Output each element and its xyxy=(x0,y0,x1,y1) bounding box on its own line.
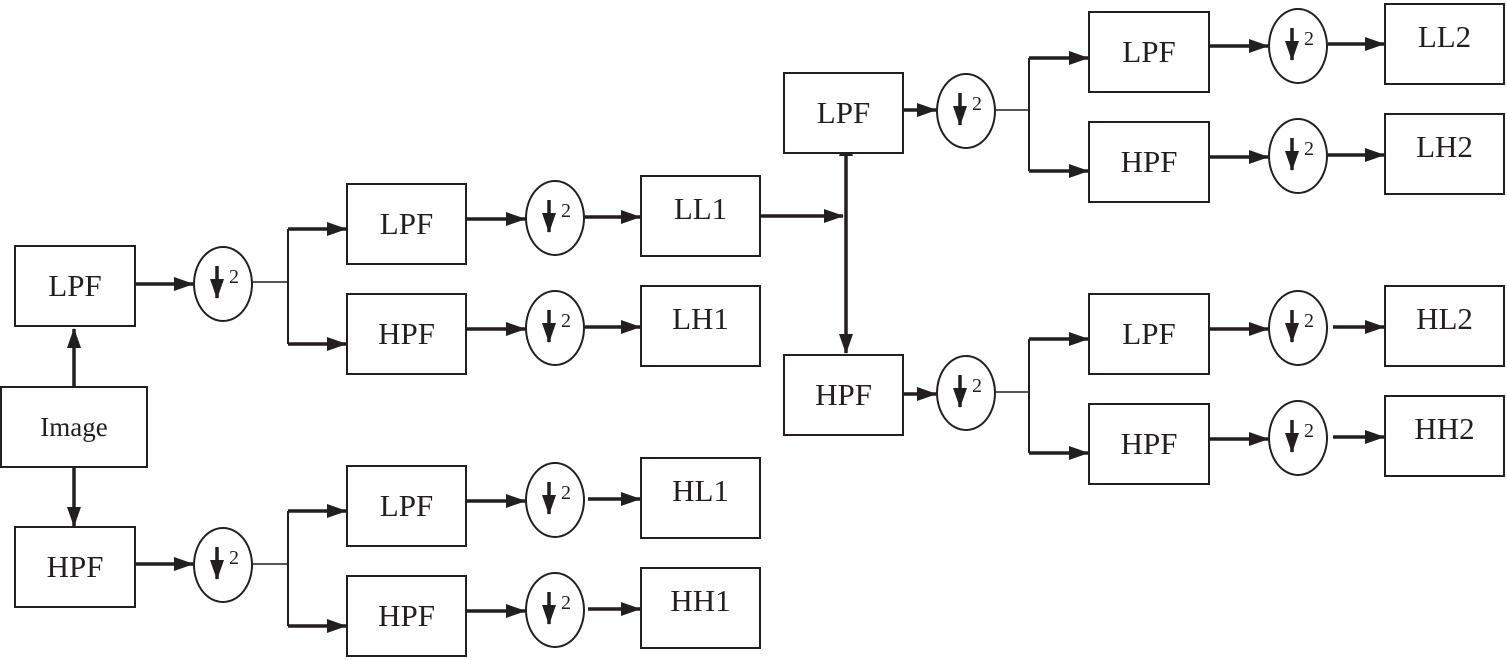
hl2-label: HL2 xyxy=(1416,301,1473,336)
hh1-output-box: HH1 xyxy=(640,567,761,649)
down-arrow-icon xyxy=(953,375,967,408)
hpf-label: HPF xyxy=(378,316,435,351)
downsample-factor: 2 xyxy=(1304,138,1314,160)
downsample-factor: 2 xyxy=(561,310,571,332)
ll1-output-box: LL1 xyxy=(640,175,761,257)
ll2-label: LL2 xyxy=(1417,19,1472,54)
downsample-factor: 2 xyxy=(972,375,982,397)
hpf-stage3-a-box: HPF xyxy=(1088,121,1210,203)
lpf-label: LPF xyxy=(1122,316,1176,351)
hh2-output-box: HH2 xyxy=(1384,395,1505,477)
lh2-output-box: LH2 xyxy=(1384,113,1505,195)
hl2-output-box: HL2 xyxy=(1384,285,1505,367)
lpf-stage2-a-box: LPF xyxy=(346,183,467,265)
down-arrow-icon xyxy=(1285,420,1299,453)
downsample-factor: 2 xyxy=(1304,28,1314,50)
hl1-label: HL1 xyxy=(672,473,729,508)
hpf-level1-box: HPF xyxy=(14,526,136,608)
down-arrow-icon xyxy=(542,200,556,233)
downsample-factor: 2 xyxy=(1304,420,1314,442)
downsample-factor: 2 xyxy=(561,592,571,614)
lpf-level1-box: LPF xyxy=(14,245,136,327)
ll1-label: LL1 xyxy=(673,191,728,226)
lh1-output-box: LH1 xyxy=(640,285,761,367)
lpf-label: LPF xyxy=(1122,34,1176,69)
downsample-factor: 2 xyxy=(229,266,239,288)
lpf-label: LPF xyxy=(816,95,871,130)
downsample-stage3-b-lpf: 2 xyxy=(1268,290,1328,366)
down-arrow-icon xyxy=(1285,310,1299,343)
down-arrow-icon xyxy=(1285,28,1299,61)
down-arrow-icon xyxy=(210,547,224,580)
down-arrow-icon xyxy=(542,592,556,625)
downsample-stage3-b-hpf: 2 xyxy=(1268,400,1328,476)
downsample-stage3-a-hpf: 2 xyxy=(1268,118,1328,194)
downsample-factor: 2 xyxy=(229,547,239,569)
lpf-stage3-a-box: LPF xyxy=(1088,11,1210,93)
lh2-label: LH2 xyxy=(1416,129,1473,164)
hpf-stage3-b-box: HPF xyxy=(1088,403,1210,485)
lpf-level2-box: LPF xyxy=(783,72,904,154)
lpf-stage3-b-box: LPF xyxy=(1088,293,1210,375)
hh2-label: HH2 xyxy=(1414,411,1475,446)
hpf-stage2-b-box: HPF xyxy=(346,575,467,657)
down-arrow-icon xyxy=(210,266,224,299)
downsample-stage2-b-lpf: 2 xyxy=(525,462,585,538)
downsample-level2-lpf: 2 xyxy=(936,73,996,149)
down-arrow-icon xyxy=(1285,138,1299,171)
downsample-level2-hpf: 2 xyxy=(936,355,996,431)
lpf-label: LPF xyxy=(379,488,434,523)
image-label: Image xyxy=(40,411,108,442)
hpf-label: HPF xyxy=(1120,144,1178,179)
downsample-stage2-a-hpf: 2 xyxy=(525,290,585,366)
downsample-stage3-a-lpf: 2 xyxy=(1268,8,1328,84)
lpf-label: LPF xyxy=(48,268,102,303)
hpf-label: HPF xyxy=(1120,426,1178,461)
hpf-label: HPF xyxy=(815,377,872,412)
hl1-output-box: HL1 xyxy=(640,457,761,539)
down-arrow-icon xyxy=(953,93,967,126)
image-input-box: Image xyxy=(0,386,148,468)
hh1-label: HH1 xyxy=(670,583,731,618)
downsample-level1-hpf: 2 xyxy=(193,527,253,603)
lh1-label: LH1 xyxy=(672,301,729,336)
downsample-factor: 2 xyxy=(561,482,571,504)
hpf-label: HPF xyxy=(46,549,104,584)
downsample-stage2-a-lpf: 2 xyxy=(525,180,585,256)
ll2-output-box: LL2 xyxy=(1384,3,1505,85)
hpf-label: HPF xyxy=(378,598,435,633)
lpf-label: LPF xyxy=(379,206,434,241)
hpf-stage2-a-box: HPF xyxy=(346,293,467,375)
down-arrow-icon xyxy=(542,482,556,515)
downsample-factor: 2 xyxy=(561,200,571,222)
downsample-factor: 2 xyxy=(1304,310,1314,332)
downsample-stage2-b-hpf: 2 xyxy=(525,572,585,648)
hpf-level2-box: HPF xyxy=(783,354,904,436)
downsample-level1-lpf: 2 xyxy=(193,246,253,322)
lpf-stage2-b-box: LPF xyxy=(346,465,467,547)
downsample-factor: 2 xyxy=(972,93,982,115)
down-arrow-icon xyxy=(542,310,556,343)
